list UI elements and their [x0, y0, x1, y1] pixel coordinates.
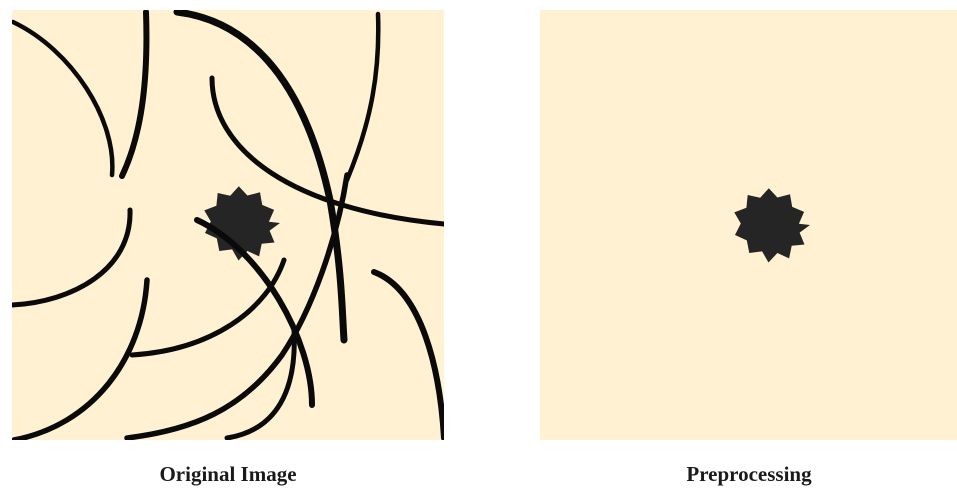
original-image-panel [12, 10, 444, 440]
hair-stroke [347, 14, 378, 180]
hair-stroke [122, 12, 146, 176]
hair-stroke [13, 22, 112, 175]
preprocessing-caption: Preprocessing [540, 462, 957, 487]
lesion-blob [734, 188, 810, 262]
original-image-caption: Original Image [12, 462, 444, 487]
preprocessed-image-canvas [540, 10, 957, 440]
preprocessed-image-panel [540, 10, 957, 440]
original-image-canvas [12, 10, 444, 440]
hair-stroke [227, 330, 294, 438]
hair-stroke [177, 12, 344, 340]
hair-stroke [12, 210, 130, 305]
hair-stroke [374, 272, 444, 438]
